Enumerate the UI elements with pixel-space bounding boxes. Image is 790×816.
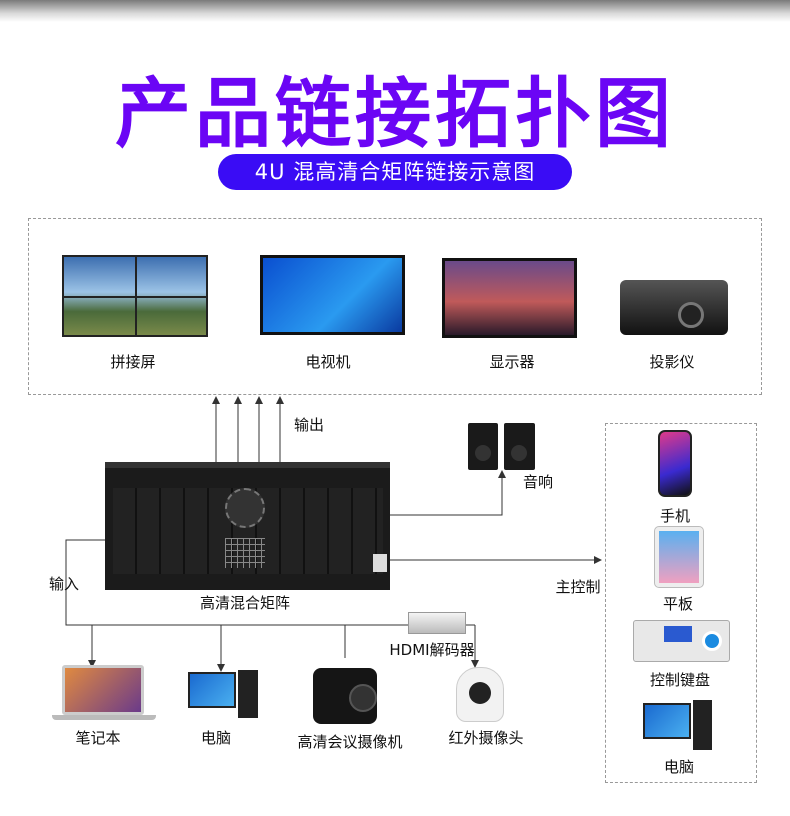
control-label-keyboard: 控制键盘	[649, 671, 711, 689]
hdmi-decoder-icon	[408, 612, 466, 634]
laptop-base	[52, 715, 156, 720]
control-pc-icon	[643, 703, 691, 739]
pc-tower	[238, 670, 258, 718]
camcorder-icon	[313, 668, 377, 724]
control-devices-group	[605, 423, 757, 783]
input-label: 输入	[48, 575, 80, 593]
output-label-tv: 电视机	[305, 353, 351, 371]
input-label-laptop: 笔记本	[75, 729, 121, 747]
top-shadow-bar	[0, 0, 790, 22]
input-label-camcorder: 高清会议摄像机	[297, 733, 403, 751]
output-label: 输出	[293, 416, 325, 434]
control-pc-tower	[693, 700, 712, 750]
speaker-right-icon	[504, 423, 535, 470]
phone-icon	[658, 430, 692, 497]
matrix-label: 高清混合矩阵	[199, 594, 291, 612]
output-label-projector: 投影仪	[649, 353, 695, 371]
control-keyboard-icon	[633, 620, 730, 662]
speaker-label: 音响	[522, 473, 554, 491]
output-label-monitor: 显示器	[489, 353, 535, 371]
input-label-pc: 电脑	[200, 729, 232, 747]
control-label-phone: 手机	[659, 507, 691, 525]
desktop-pc-icon	[188, 672, 236, 708]
decoder-label: HDMI解码器	[389, 641, 475, 659]
control-label: 主控制	[555, 578, 601, 596]
output-label-video-wall: 拼接屏	[110, 353, 156, 371]
laptop-icon	[62, 665, 144, 715]
tablet-icon	[654, 526, 704, 588]
input-label-ir-camera: 红外摄像头	[448, 729, 524, 747]
control-label-pc: 电脑	[663, 758, 695, 776]
speaker-left-icon	[468, 423, 498, 470]
control-label-tablet: 平板	[662, 595, 694, 613]
monitor-icon	[442, 258, 577, 338]
projector-icon	[620, 280, 728, 335]
output-devices-group	[28, 218, 762, 395]
subtitle-badge: 4U 混高清合矩阵链接示意图	[218, 154, 572, 190]
video-wall-icon	[62, 255, 208, 337]
tv-icon	[260, 255, 405, 335]
page-title: 产品链接拓扑图	[115, 69, 675, 158]
ip-camera-icon	[456, 667, 504, 722]
hybrid-matrix-device	[105, 462, 390, 590]
